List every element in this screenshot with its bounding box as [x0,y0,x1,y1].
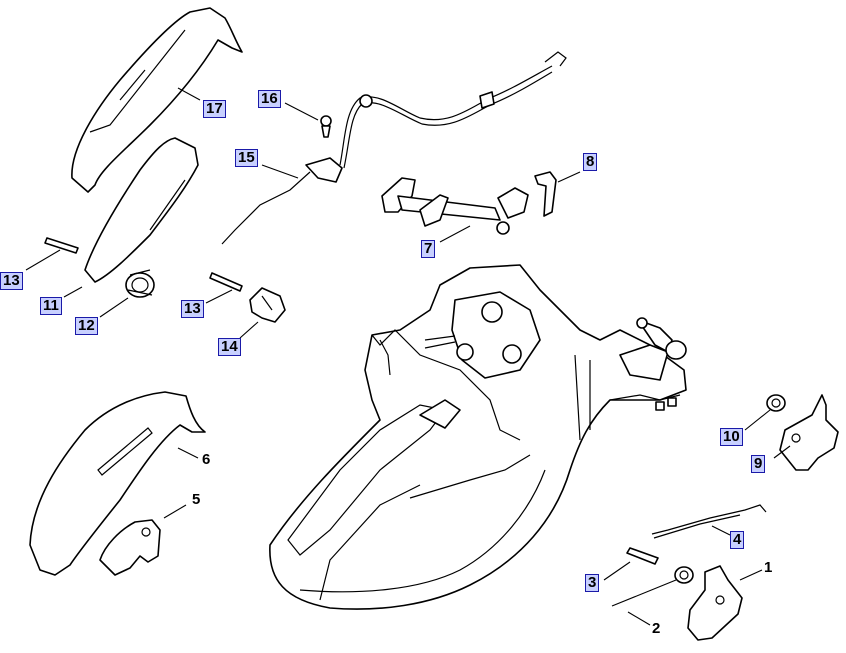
label-15: 15 [235,149,258,167]
part-13-pin-left [44,237,79,254]
part-4-wire-rod [651,504,767,539]
leader-lines [25,87,791,626]
label-10: 10 [720,428,743,446]
label-8: 8 [583,153,598,171]
part-1-throttle-trigger [687,565,743,641]
label-17: 17 [203,100,226,118]
part-12-spring [125,269,155,298]
part-3-pin [626,547,659,565]
part-spring-small [674,566,694,584]
main-housing [269,264,687,610]
part-7-throttle-shaft [381,177,529,235]
part-8-lever [534,171,557,217]
label-13-left: 13 [0,272,23,290]
label-7: 7 [421,240,436,258]
label-13-right: 13 [181,300,204,318]
label-16: 16 [258,90,281,108]
label-1: 1 [764,559,773,576]
label-6: 6 [202,451,211,468]
label-9: 9 [751,455,766,473]
part-9-trigger [779,394,839,471]
part-5-latch [99,519,161,576]
part-13-pin-right [209,272,243,292]
label-5: 5 [192,491,201,508]
part-6-rear-handle [29,391,206,576]
label-11: 11 [40,297,62,315]
part-17-handle-cover [71,7,243,193]
part-16-screw [320,115,332,138]
label-2: 2 [652,620,661,637]
part-11-handle-shell [84,137,199,283]
label-14: 14 [218,338,241,356]
part-10-spring [766,394,786,412]
label-12: 12 [75,317,98,335]
part-15-throttle-cable [221,51,567,245]
label-4: 4 [730,531,745,549]
part-14-clip [249,287,286,323]
label-3: 3 [585,574,600,592]
